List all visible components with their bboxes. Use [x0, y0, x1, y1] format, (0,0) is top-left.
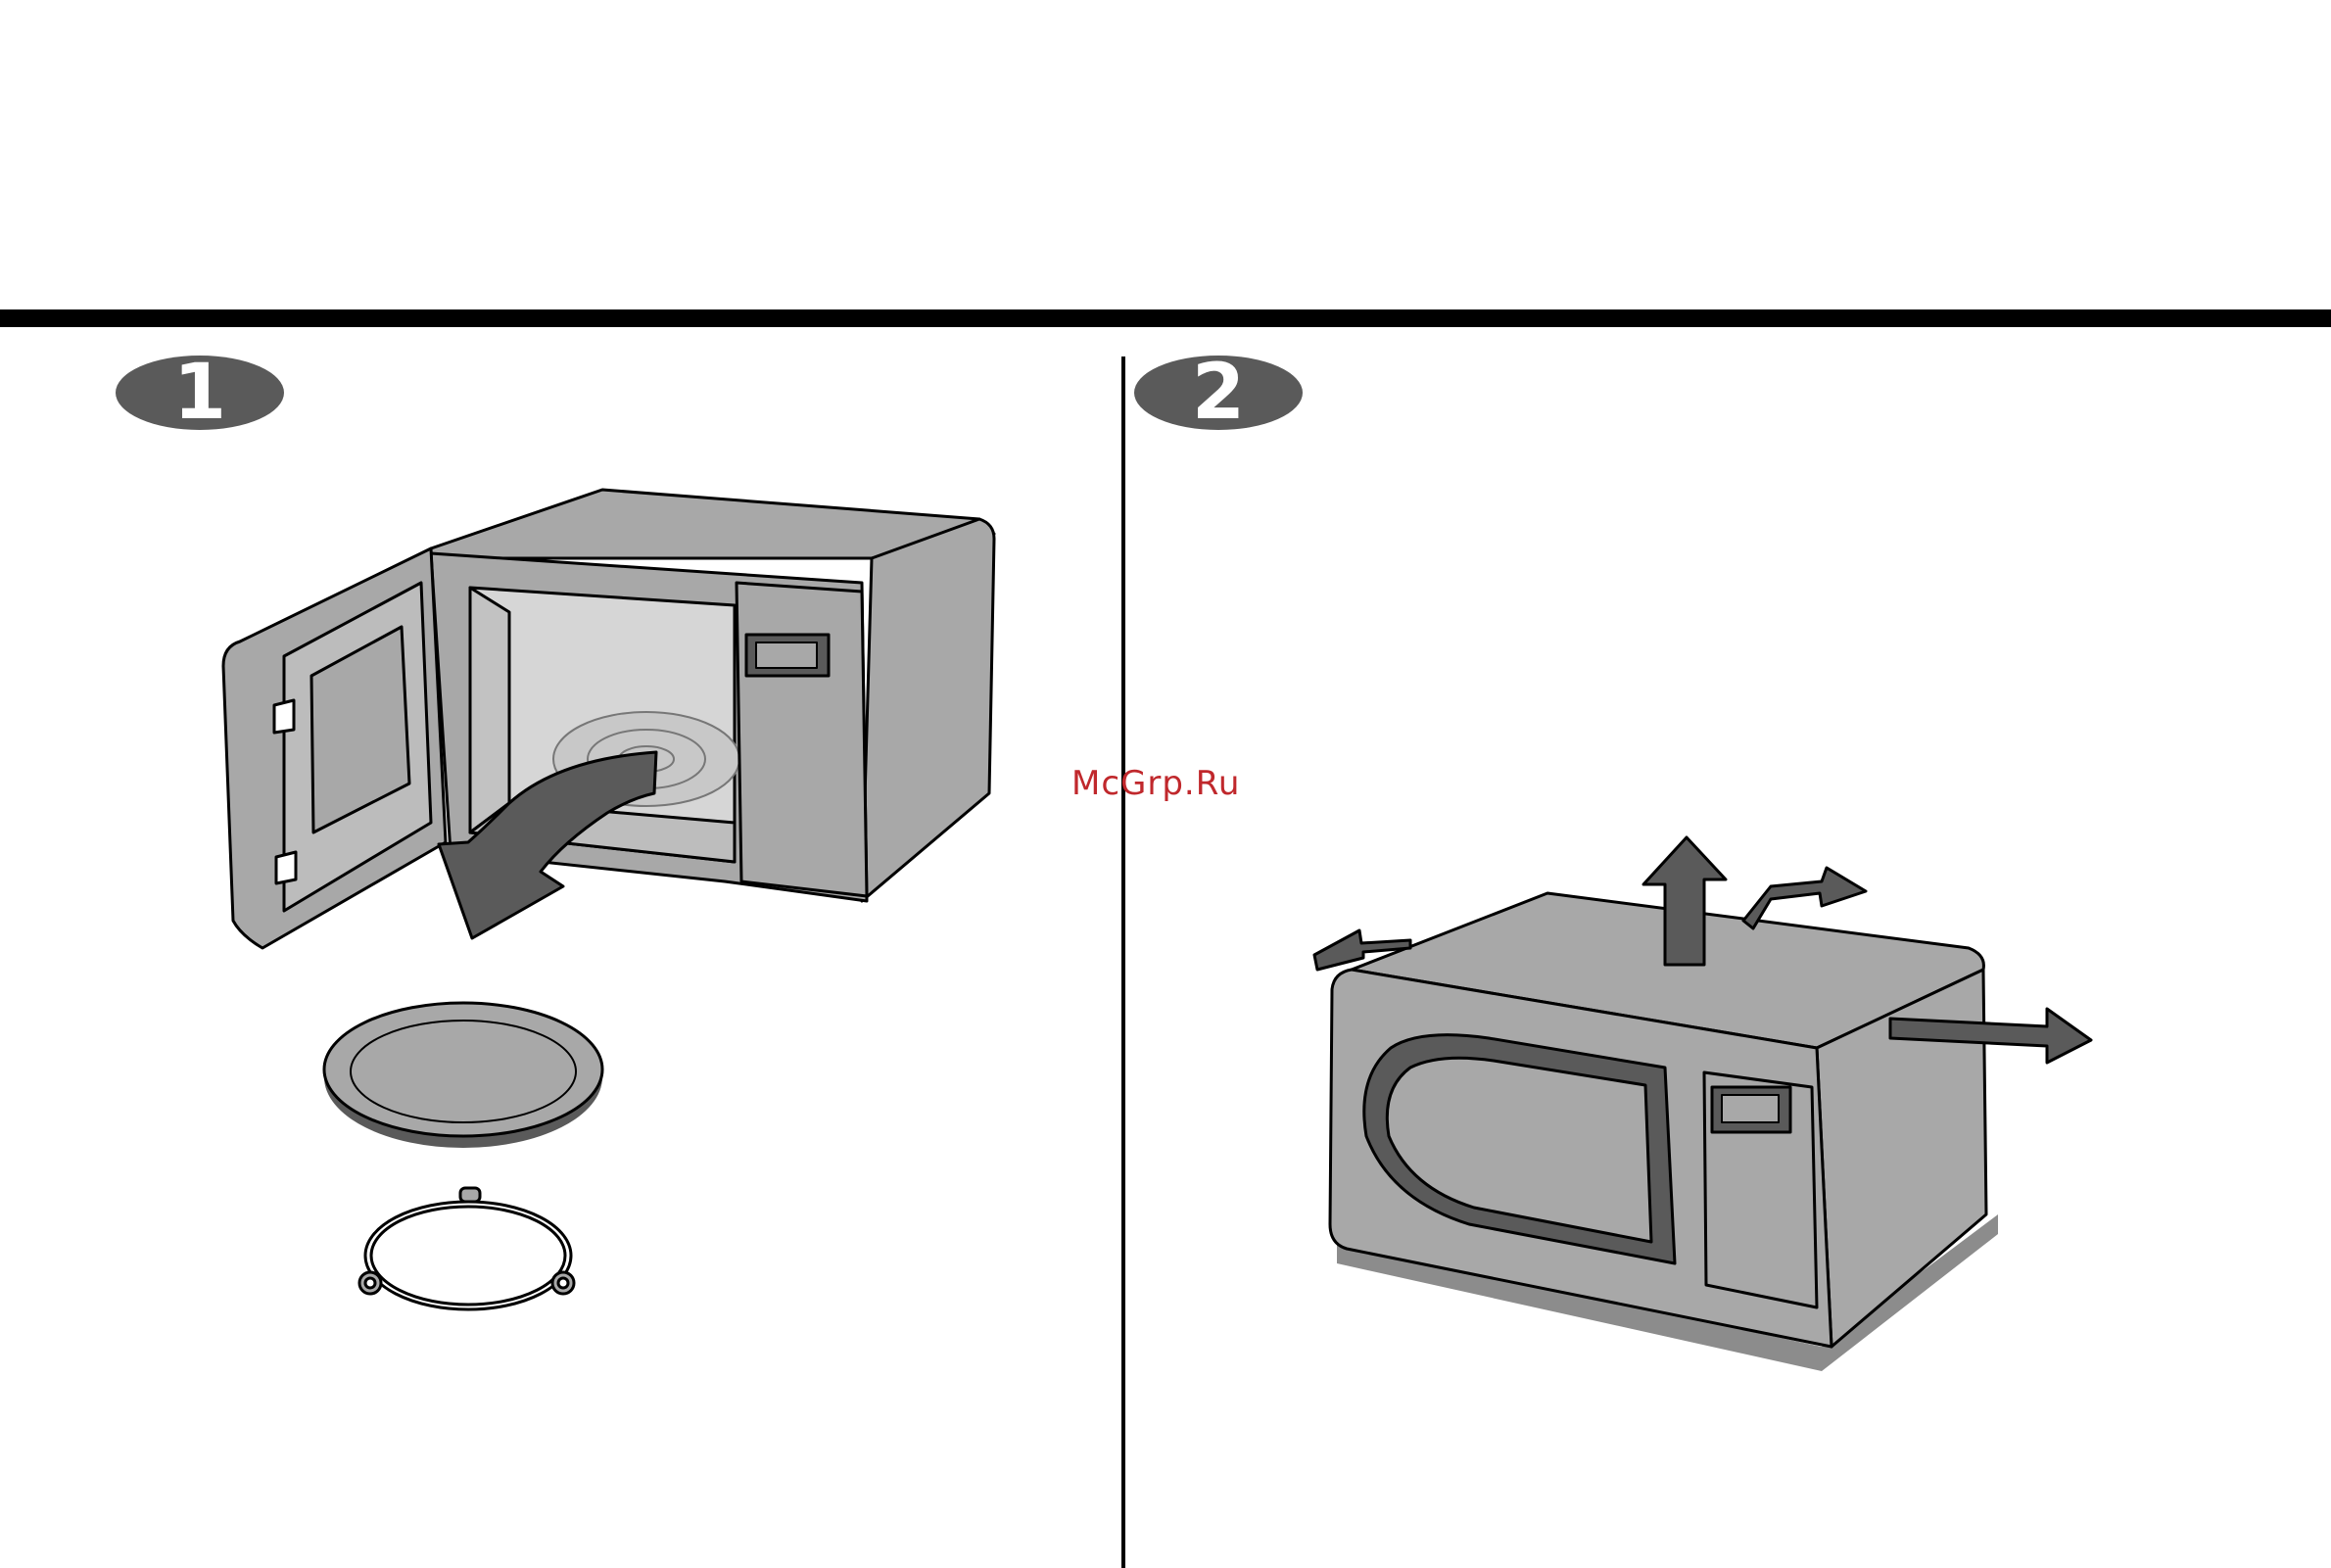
- arrow-back-icon: [1743, 868, 1866, 928]
- watermark-text: McGrp.Ru: [1071, 764, 1240, 803]
